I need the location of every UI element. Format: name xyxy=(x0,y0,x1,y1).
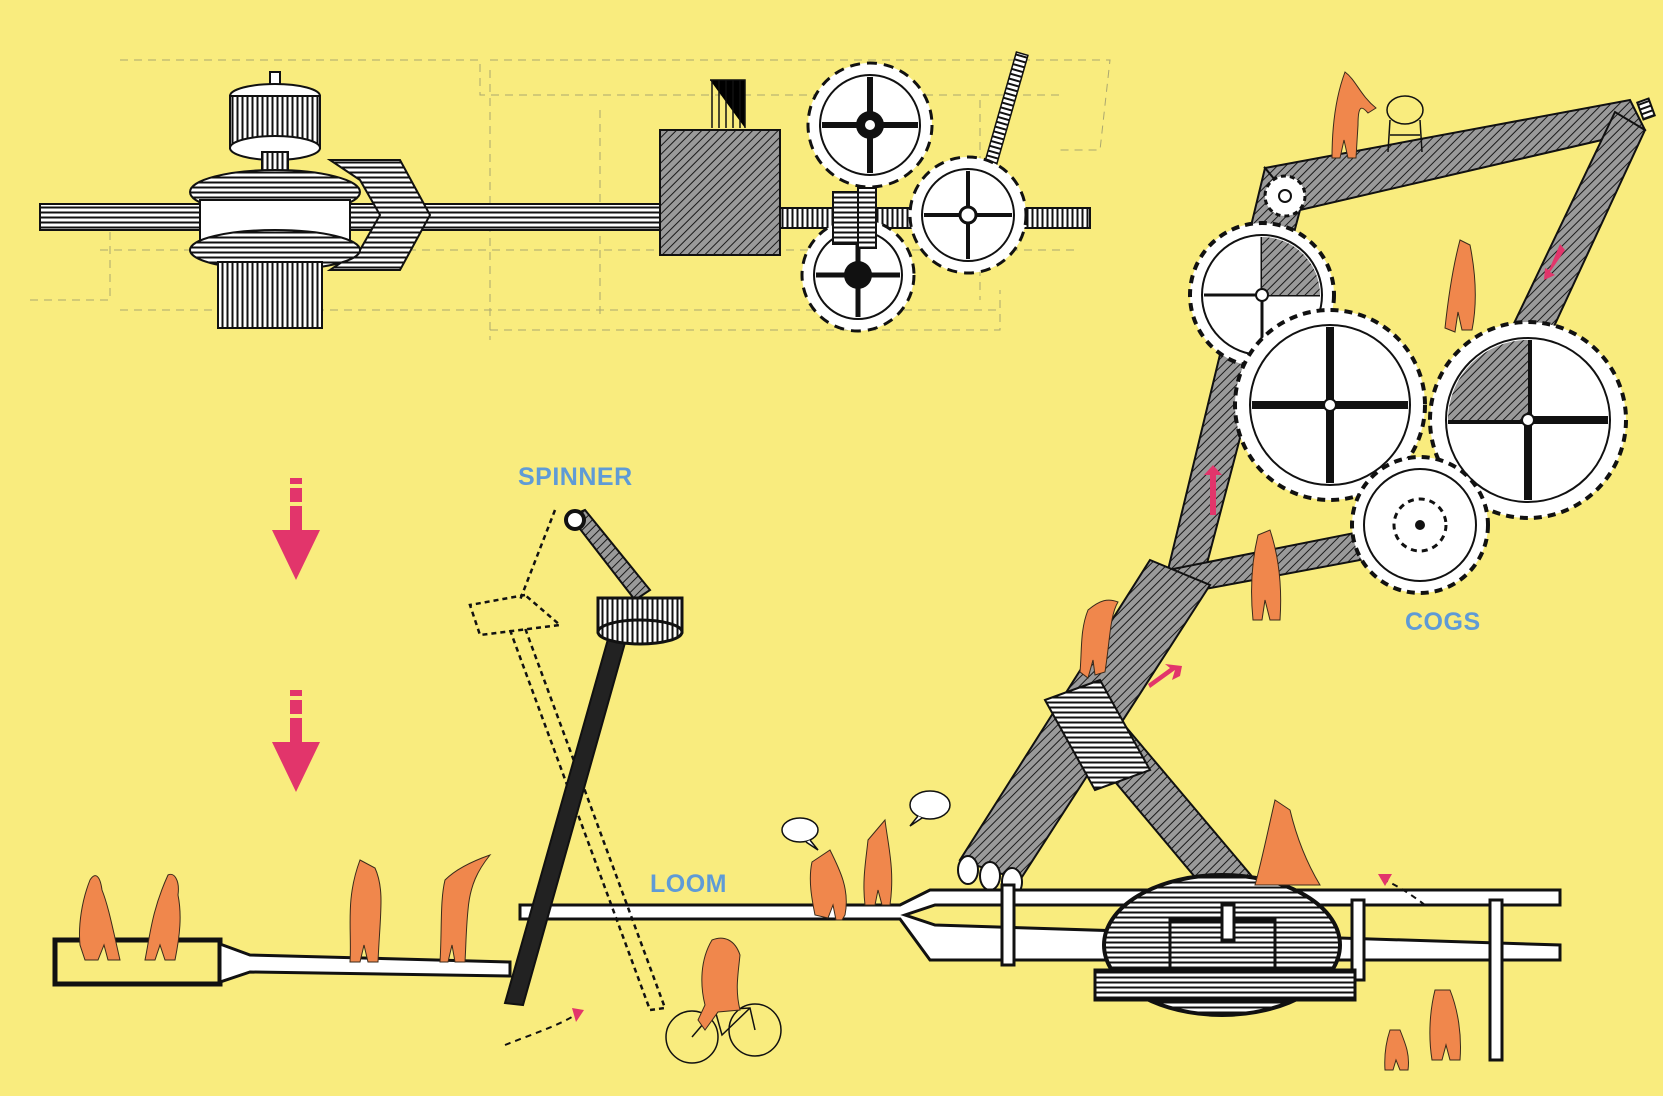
gear-icon xyxy=(910,157,1026,273)
loom-label: LOOM xyxy=(650,870,727,898)
gear-icon xyxy=(1352,457,1488,593)
cogs-label: COGS xyxy=(1405,608,1481,636)
spinner-label: SPINNER xyxy=(518,463,633,491)
gear-icon xyxy=(808,63,932,187)
hatched-block xyxy=(660,130,780,255)
